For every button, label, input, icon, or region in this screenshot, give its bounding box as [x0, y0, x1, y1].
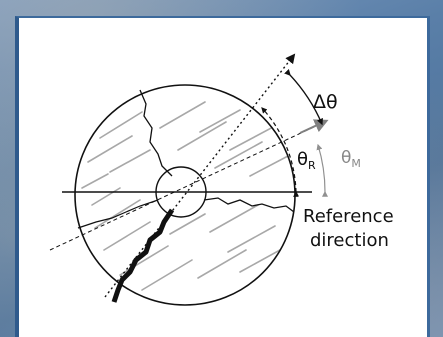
- crack-left: [77, 199, 159, 229]
- theta-r-arc: [261, 107, 300, 197]
- real-orientation-axis: [104, 53, 296, 298]
- theta-r-label: θR: [297, 149, 316, 172]
- reference-label-line2: direction: [310, 230, 389, 251]
- reference-label-line1: Reference: [303, 206, 394, 227]
- delta-theta-arc: [284, 68, 323, 126]
- crack-upper: [139, 89, 173, 177]
- measured-axis-dashed: [49, 125, 317, 251]
- crack-right: [203, 197, 295, 213]
- theta-m-label: θM: [341, 148, 361, 170]
- theta-m-arc: [316, 143, 328, 197]
- diagram-panel: [15, 16, 430, 337]
- grain-texture: [81, 101, 289, 291]
- delta-theta-label: Δθ: [313, 91, 338, 113]
- crack-main: [111, 208, 175, 303]
